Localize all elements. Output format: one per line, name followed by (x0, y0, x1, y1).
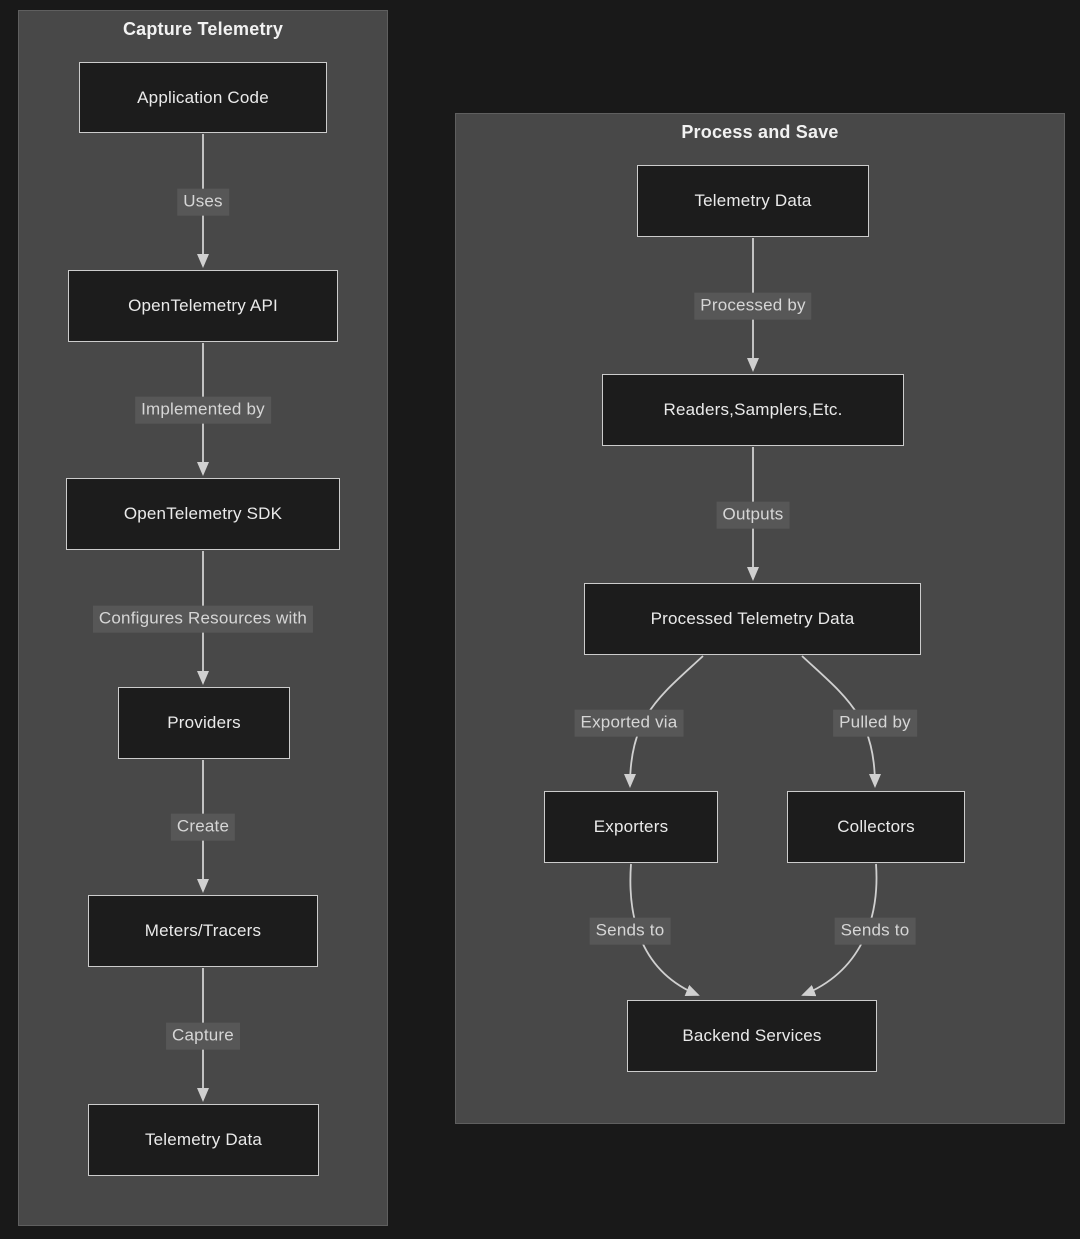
node-meters-tracers: Meters/Tracers (88, 895, 318, 967)
edge-label-implemented-by: Implemented by (135, 396, 271, 424)
subgraph-process-and-save-title: Process and Save (681, 122, 839, 142)
node-application-code: Application Code (79, 62, 327, 133)
node-backend-services: Backend Services (627, 1000, 877, 1072)
edge-label-sends-to-right: Sends to (834, 917, 916, 945)
node-telemetry-data-process: Telemetry Data (637, 165, 869, 237)
edge-label-uses: Uses (177, 188, 229, 216)
edge-label-capture: Capture (166, 1022, 240, 1050)
edge-label-exported-via: Exported via (574, 709, 684, 737)
node-processed-telemetry-data: Processed Telemetry Data (584, 583, 921, 655)
edge-label-outputs: Outputs (716, 501, 790, 529)
subgraph-process-and-save: Process and Save (455, 113, 1065, 1124)
edge-label-create: Create (170, 813, 236, 841)
node-opentelemetry-sdk: OpenTelemetry SDK (66, 478, 340, 550)
node-telemetry-data-capture: Telemetry Data (88, 1104, 319, 1176)
node-opentelemetry-api: OpenTelemetry API (68, 270, 338, 342)
node-exporters: Exporters (544, 791, 718, 863)
edge-label-processed-by: Processed by (694, 292, 812, 320)
node-providers: Providers (118, 687, 290, 759)
edge-label-configures-resources-with: Configures Resources with (92, 605, 314, 633)
edge-label-sends-to-left: Sends to (589, 917, 671, 945)
node-collectors: Collectors (787, 791, 965, 863)
node-readers-samplers-etc: Readers,Samplers,Etc. (602, 374, 904, 446)
subgraph-capture-telemetry-title: Capture Telemetry (122, 19, 284, 39)
edge-label-pulled-by: Pulled by (833, 709, 917, 737)
